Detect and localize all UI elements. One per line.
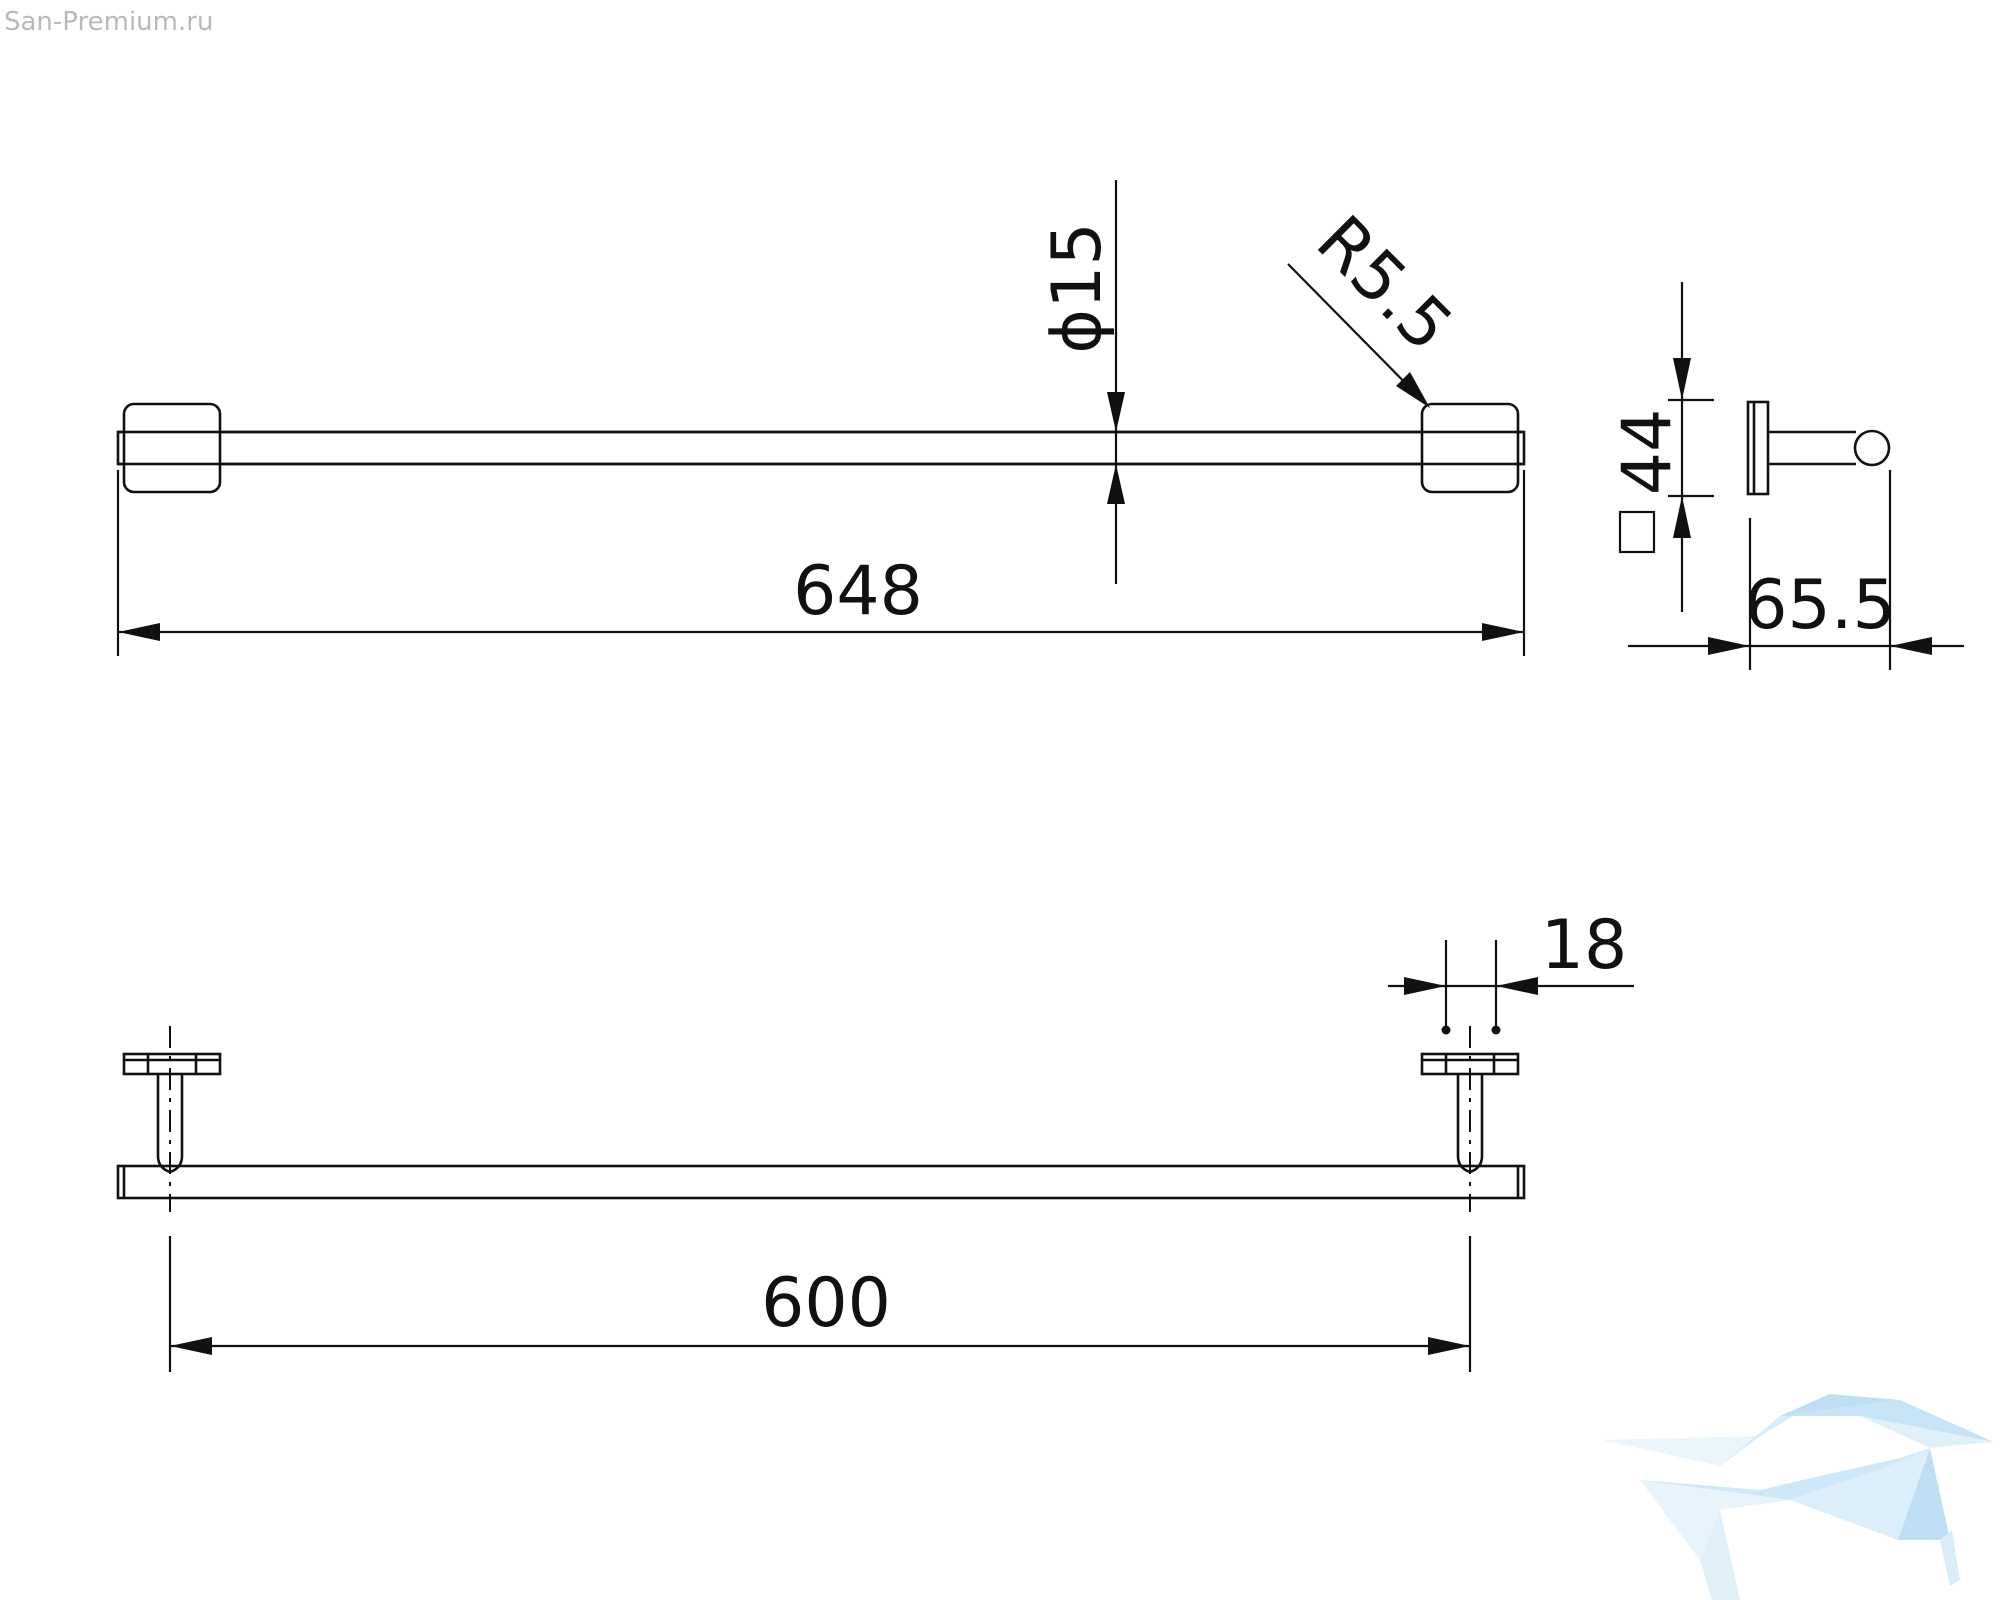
watermark-logo bbox=[1602, 1394, 1994, 1600]
dimension-diameter-15: ϕ15 bbox=[1038, 180, 1125, 584]
top-view bbox=[116, 1026, 1526, 1212]
side-view bbox=[1746, 400, 1891, 496]
dimension-648: 648 bbox=[116, 470, 1526, 656]
top-bar bbox=[116, 1164, 1526, 1200]
radius-callout: R5.5 bbox=[1287, 201, 1467, 408]
top-left-flange bbox=[122, 1052, 222, 1076]
dimension-18: 18 bbox=[1388, 906, 1634, 1035]
watermark-text: San-Premium.ru bbox=[4, 7, 213, 37]
front-left-mount bbox=[122, 402, 222, 494]
front-bar bbox=[116, 430, 1526, 466]
square-symbol bbox=[1618, 510, 1656, 554]
dimension-600-label: 600 bbox=[761, 1264, 891, 1343]
radius-label: R5.5 bbox=[1301, 201, 1467, 367]
dimension-648-label: 648 bbox=[793, 552, 923, 631]
dimension-44: 44 bbox=[1608, 282, 1714, 612]
dimension-600: 600 bbox=[168, 1236, 1472, 1372]
side-bar-section bbox=[1853, 429, 1891, 467]
dimension-65-5: 65.5 bbox=[1628, 470, 1964, 670]
dimension-diameter-label: ϕ15 bbox=[1038, 222, 1117, 353]
front-view bbox=[116, 402, 1526, 494]
side-mount-plate bbox=[1746, 400, 1770, 496]
front-right-mount bbox=[1420, 402, 1520, 494]
dimension-65-5-label: 65.5 bbox=[1744, 566, 1895, 645]
dimension-44-label: 44 bbox=[1608, 409, 1687, 496]
dimension-18-label: 18 bbox=[1541, 906, 1628, 985]
